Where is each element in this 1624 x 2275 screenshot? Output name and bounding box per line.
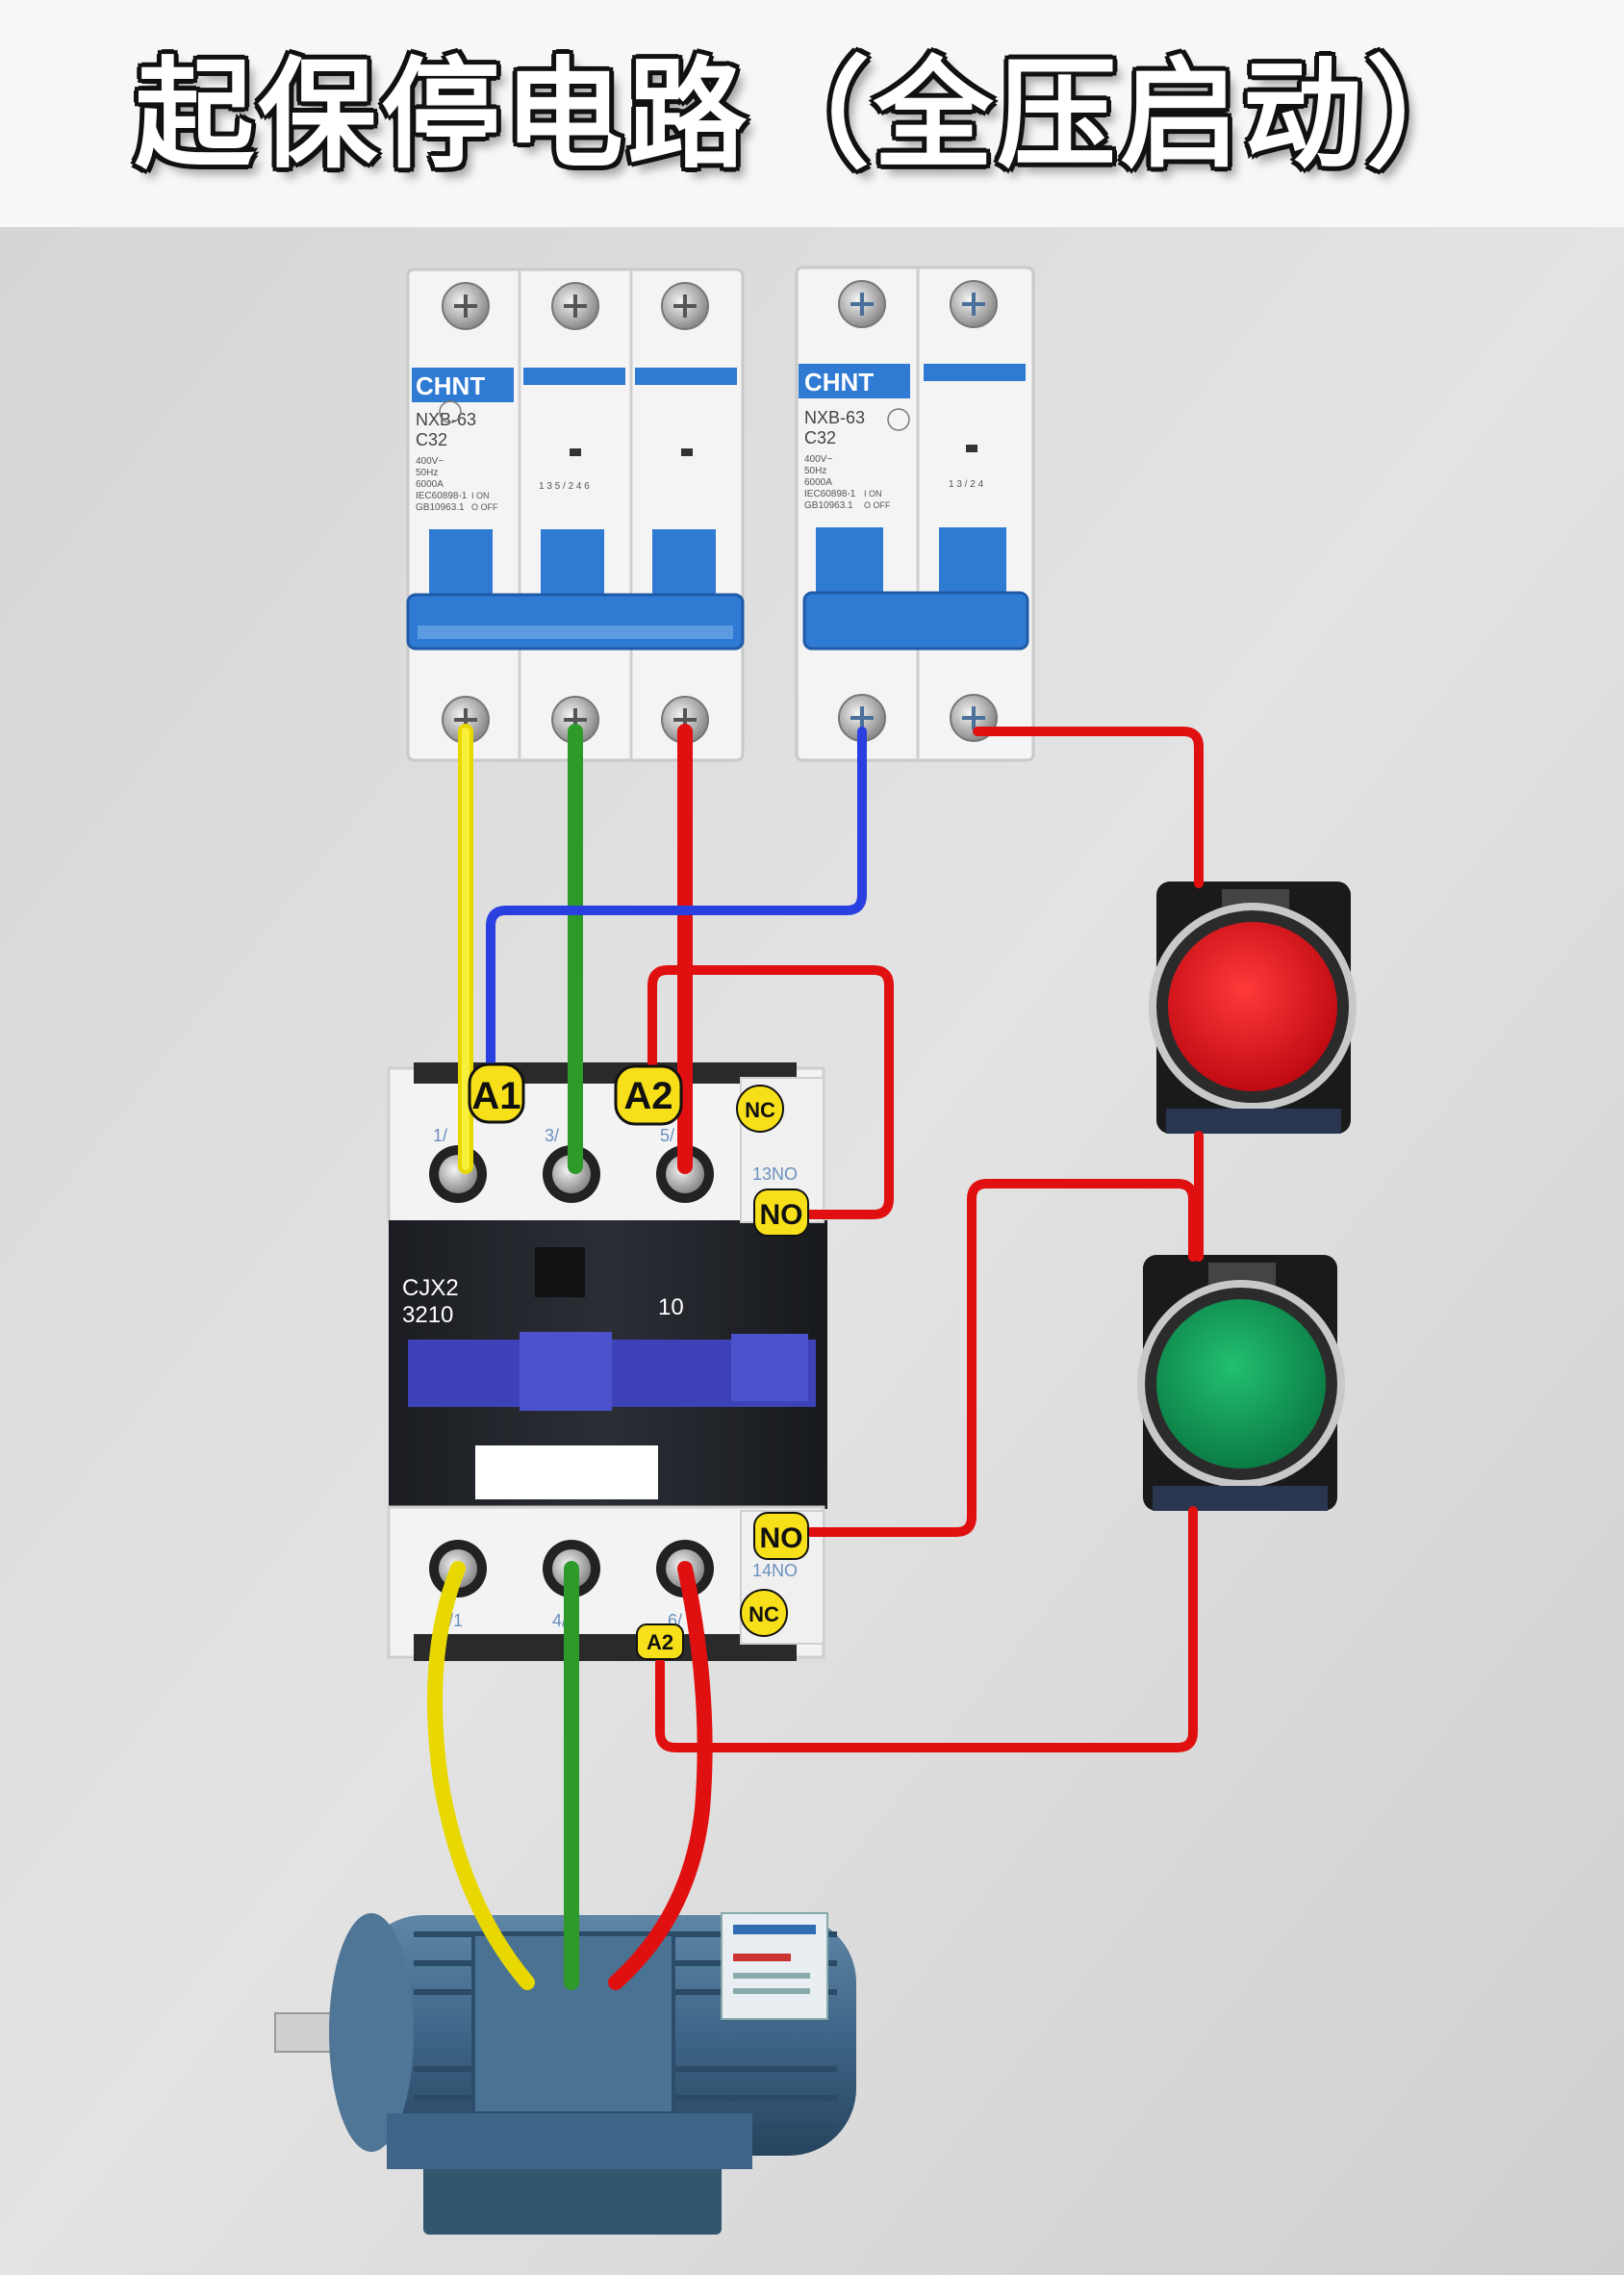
top-screw — [442, 282, 490, 330]
spec-iec: IEC60898-1 — [416, 491, 468, 501]
brand-badge — [412, 368, 514, 402]
label-no-bottom-text: NO — [760, 1522, 803, 1554]
wire-red-w — [608, 1561, 713, 1990]
model-label: NXB-63 — [416, 410, 476, 429]
label-plate — [475, 1445, 658, 1499]
breaker-handle[interactable] — [406, 593, 745, 651]
breaker-3-pole: CHNT NXB-63 C32 400V~ 50Hz 6000A IEC6089… — [406, 268, 745, 762]
contactor-model-code: 3210 — [402, 1302, 453, 1328]
rating-label: C32 — [804, 428, 836, 447]
page-title: 起保停电路（全压启动） — [134, 46, 1489, 185]
aux-number-label: 14NO — [752, 1561, 798, 1580]
contactor-model: CJX2 — [402, 1275, 459, 1301]
ccc-mark-icon — [887, 408, 910, 431]
model-label: NXB-63 — [804, 408, 865, 427]
off-label: O OFF — [471, 502, 498, 512]
wire-red-a2 — [655, 1506, 1198, 1752]
label-nc-bottom-text: NC — [749, 1602, 779, 1626]
top-screw — [661, 282, 709, 330]
spec-frequency: 50Hz — [416, 468, 438, 478]
label-a2-text: A2 — [623, 1075, 672, 1117]
off-label: O OFF — [864, 500, 891, 510]
spec-gb: GB10963.1 — [416, 502, 465, 513]
aux-number-label: 13NO — [752, 1164, 798, 1184]
terminal-label: 1/ — [433, 1126, 447, 1145]
rating-label: C32 — [416, 430, 447, 449]
top-screw — [950, 280, 998, 328]
top-screw — [838, 280, 886, 328]
wire-red-start-no — [805, 1179, 1198, 1537]
spec-iec: IEC60898-1 — [804, 489, 856, 499]
top-terminal — [543, 1145, 600, 1203]
label-a2: A2 — [614, 1064, 683, 1126]
label-a2-bottom: A2 — [636, 1623, 684, 1660]
start-button-cap[interactable] — [1156, 1299, 1326, 1469]
brand-badge — [799, 364, 910, 398]
breaker-2-pole: CHNT NXB-63 C32 400V~ 50Hz 6000A IEC6089… — [795, 266, 1035, 762]
brand-label: CHNT — [416, 371, 485, 400]
title-bar — [0, 0, 1624, 227]
stop-button-cap[interactable] — [1168, 922, 1337, 1091]
bottom-screw — [442, 696, 490, 744]
terminal-label: 3/ — [545, 1126, 559, 1145]
label-nc-top: NC — [736, 1085, 784, 1133]
motor — [274, 1912, 856, 2235]
pole-marks: 1 3 / 2 4 — [949, 479, 984, 490]
ccc-mark-icon — [439, 400, 462, 423]
spec-frequency: 50Hz — [804, 466, 826, 476]
on-label: I ON — [471, 491, 490, 500]
label-nc-bottom: NC — [740, 1589, 788, 1637]
wire-yellow-u — [427, 1561, 535, 1990]
wire-red-holding — [647, 965, 894, 1219]
label-nc-top-text: NC — [745, 1098, 775, 1122]
wire-blue-a1 — [486, 727, 867, 1081]
pole-marks: 1 3 5 / 2 4 6 — [539, 481, 590, 492]
wire-red-to-stop — [973, 727, 1204, 888]
spec-capacity: 6000A — [416, 479, 444, 490]
label-a1-text: A1 — [471, 1075, 520, 1117]
label-no-bottom: NO — [753, 1512, 809, 1560]
aux-contact-code: 10 — [658, 1294, 684, 1320]
spec-capacity: 6000A — [804, 477, 832, 488]
start-button[interactable] — [1137, 1255, 1345, 1511]
top-screw — [551, 282, 599, 330]
label-no-top: NO — [753, 1189, 809, 1237]
brand-label: CHNT — [804, 368, 874, 396]
spec-voltage: 400V~ — [804, 454, 832, 465]
label-no-top-text: NO — [760, 1199, 803, 1231]
terminal-label: 5/ — [660, 1126, 674, 1145]
wires — [427, 724, 1204, 1990]
spec-voltage: 400V~ — [416, 456, 444, 467]
breaker-handle[interactable] — [802, 591, 1029, 651]
label-a2-bottom-text: A2 — [647, 1630, 673, 1654]
on-label: I ON — [864, 489, 882, 498]
spec-gb: GB10963.1 — [804, 500, 853, 511]
stop-button[interactable] — [1149, 882, 1357, 1134]
label-a1: A1 — [468, 1062, 525, 1124]
